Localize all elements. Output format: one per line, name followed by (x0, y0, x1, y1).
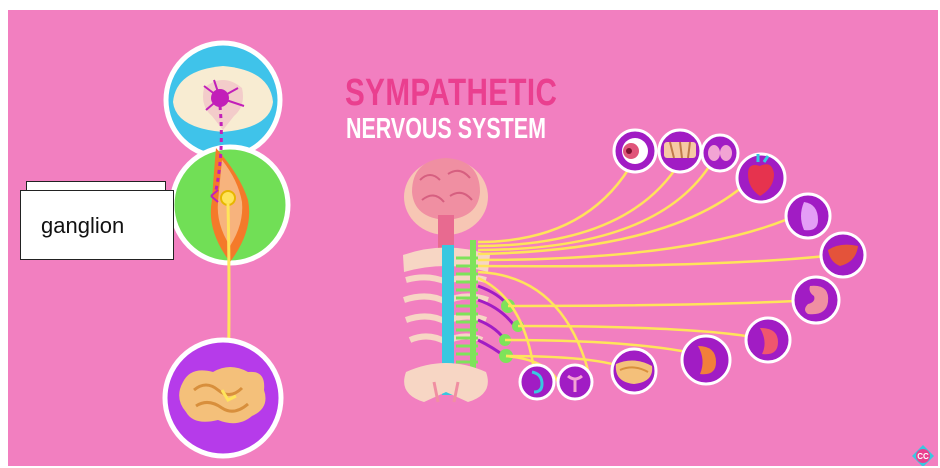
callout-label: ganglion (41, 213, 124, 239)
spinal-cord-circle (166, 43, 280, 157)
logo-text: CC (917, 452, 929, 461)
ganglion-callout: ganglion (20, 190, 174, 260)
organ-skin (659, 130, 701, 172)
organ-lung (786, 194, 830, 238)
body-figure (403, 158, 490, 402)
organ-eye (614, 130, 656, 172)
nerve-fibers (478, 160, 844, 386)
organ-stomach (793, 277, 839, 323)
organ-adrenal (682, 336, 730, 384)
organ-reproductive (558, 365, 592, 399)
crash-course-logo-icon: CC (911, 444, 935, 466)
organ-bladder (520, 365, 554, 399)
intestine-circle (165, 340, 281, 456)
organ-intestine (612, 349, 656, 393)
diagram-title: SYMPATHETIC (345, 72, 557, 115)
organ-liver (821, 233, 865, 277)
organ-glands (702, 135, 738, 171)
diagram-subtitle: NERVOUS SYSTEM (346, 113, 546, 146)
organ-heart (737, 154, 785, 202)
organ-kidney (746, 318, 790, 362)
